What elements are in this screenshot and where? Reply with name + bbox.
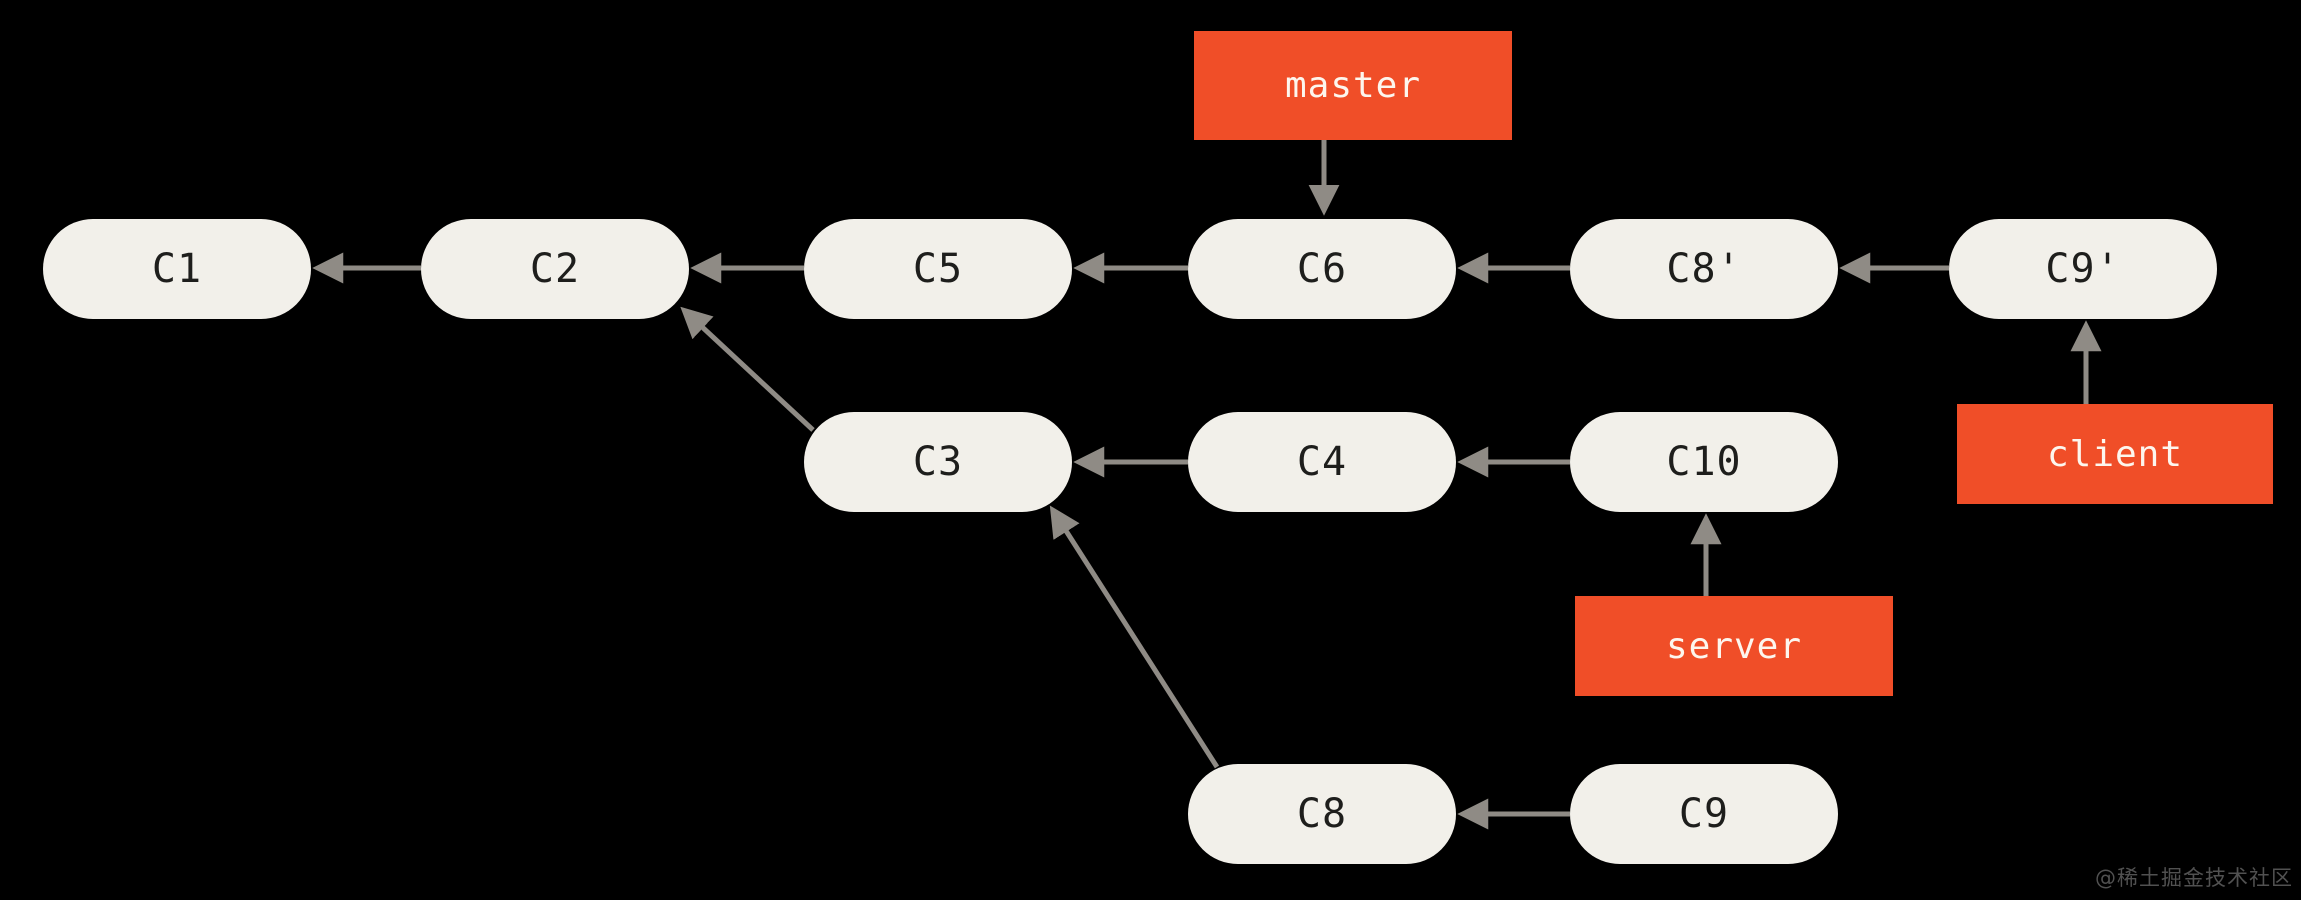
commit-node-c10: C10 bbox=[1570, 412, 1838, 512]
branch-label-server: server bbox=[1575, 596, 1893, 696]
commit-label-c1: C1 bbox=[151, 246, 203, 292]
commit-node-c9: C9 bbox=[1570, 764, 1838, 864]
branch-label-client-text: client bbox=[2046, 433, 2184, 475]
commit-node-c8: C8 bbox=[1188, 764, 1456, 864]
commit-label-c8-prime: C8' bbox=[1666, 246, 1742, 292]
commit-node-c4: C4 bbox=[1188, 412, 1456, 512]
branch-label-master-text: master bbox=[1284, 65, 1422, 106]
branch-label-client: client bbox=[1957, 404, 2273, 504]
commit-label-c10: C10 bbox=[1666, 439, 1742, 485]
commit-node-c6: C6 bbox=[1188, 219, 1456, 319]
commit-node-c8-prime: C8' bbox=[1570, 219, 1838, 319]
branch-label-master: master bbox=[1194, 31, 1512, 140]
commit-label-c5: C5 bbox=[912, 246, 964, 292]
commit-label-c2: C2 bbox=[529, 246, 581, 292]
commit-node-c5: C5 bbox=[804, 219, 1072, 319]
commit-label-c9: C9 bbox=[1678, 791, 1730, 837]
commit-label-c8: C8 bbox=[1296, 791, 1348, 837]
commit-label-c4: C4 bbox=[1296, 439, 1348, 485]
commit-node-c3: C3 bbox=[804, 412, 1072, 512]
edge-c3-c2 bbox=[680, 306, 815, 432]
commit-node-c1: C1 bbox=[43, 219, 311, 319]
branch-label-server-text: server bbox=[1665, 625, 1803, 667]
commit-label-c6: C6 bbox=[1296, 246, 1348, 292]
commit-label-c3: C3 bbox=[912, 439, 964, 485]
commit-node-c9-prime: C9' bbox=[1949, 219, 2217, 319]
edge-c8-c3 bbox=[1049, 505, 1220, 769]
commit-node-c2: C2 bbox=[421, 219, 689, 319]
commit-label-c9-prime: C9' bbox=[2045, 246, 2121, 292]
watermark-text: @稀土掘金技术社区 bbox=[2095, 866, 2293, 890]
